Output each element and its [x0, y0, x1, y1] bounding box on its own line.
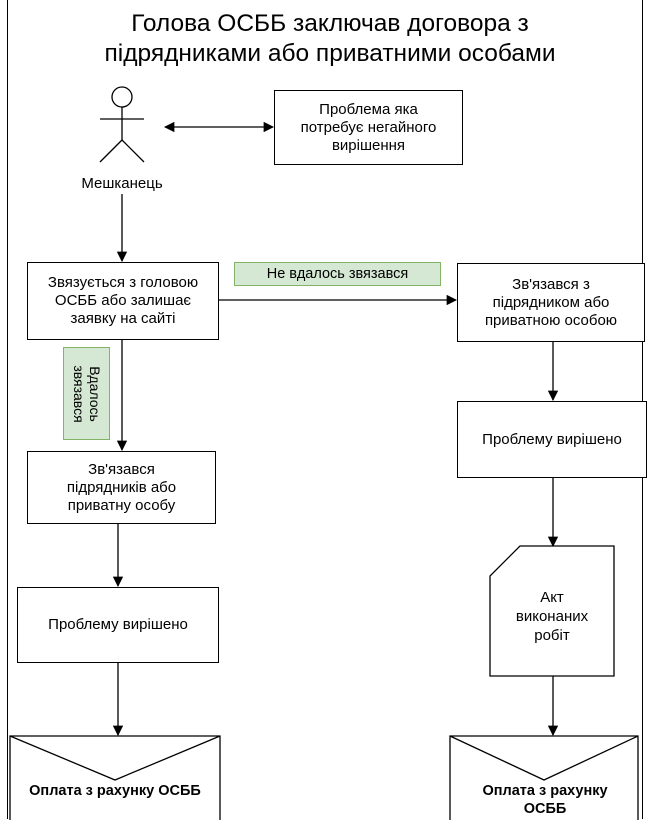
edge-label-succeeded-text: Вдалось звязався [70, 364, 103, 423]
edge-label-succeeded: Вдалось звязався [63, 347, 110, 440]
payment-left-label: Оплата з рахунку ОСББ [29, 783, 201, 799]
edge-label-failed: Не вдалось звязався [234, 262, 441, 286]
diagram-title: Голова ОСББ заключав договора з підрядни… [104, 10, 556, 67]
solved-left-box: Проблему вирішено [17, 587, 219, 663]
problem-box: Проблема яка потребує негайного вирішенн… [274, 90, 463, 165]
act-label: Акт виконаних робіт [515, 589, 589, 644]
act-document-shape [489, 545, 615, 677]
payment-right-shape [449, 735, 639, 820]
solved-right-box: Проблему вирішено [457, 401, 647, 478]
payment-left-shape [9, 735, 221, 820]
actor-label: Мешканець [81, 175, 163, 192]
contacted-left-box: Зв'язався підрядників або приватну особу [27, 451, 216, 524]
payment-right-label: Оплата з рахунку ОСББ [482, 783, 608, 817]
contacted-right-box: Зв'язався з підрядником або приватною ос… [457, 263, 645, 342]
contacts-head-box: Звязується з головою ОСББ або залишає за… [27, 262, 219, 340]
actor-figure [99, 86, 145, 163]
